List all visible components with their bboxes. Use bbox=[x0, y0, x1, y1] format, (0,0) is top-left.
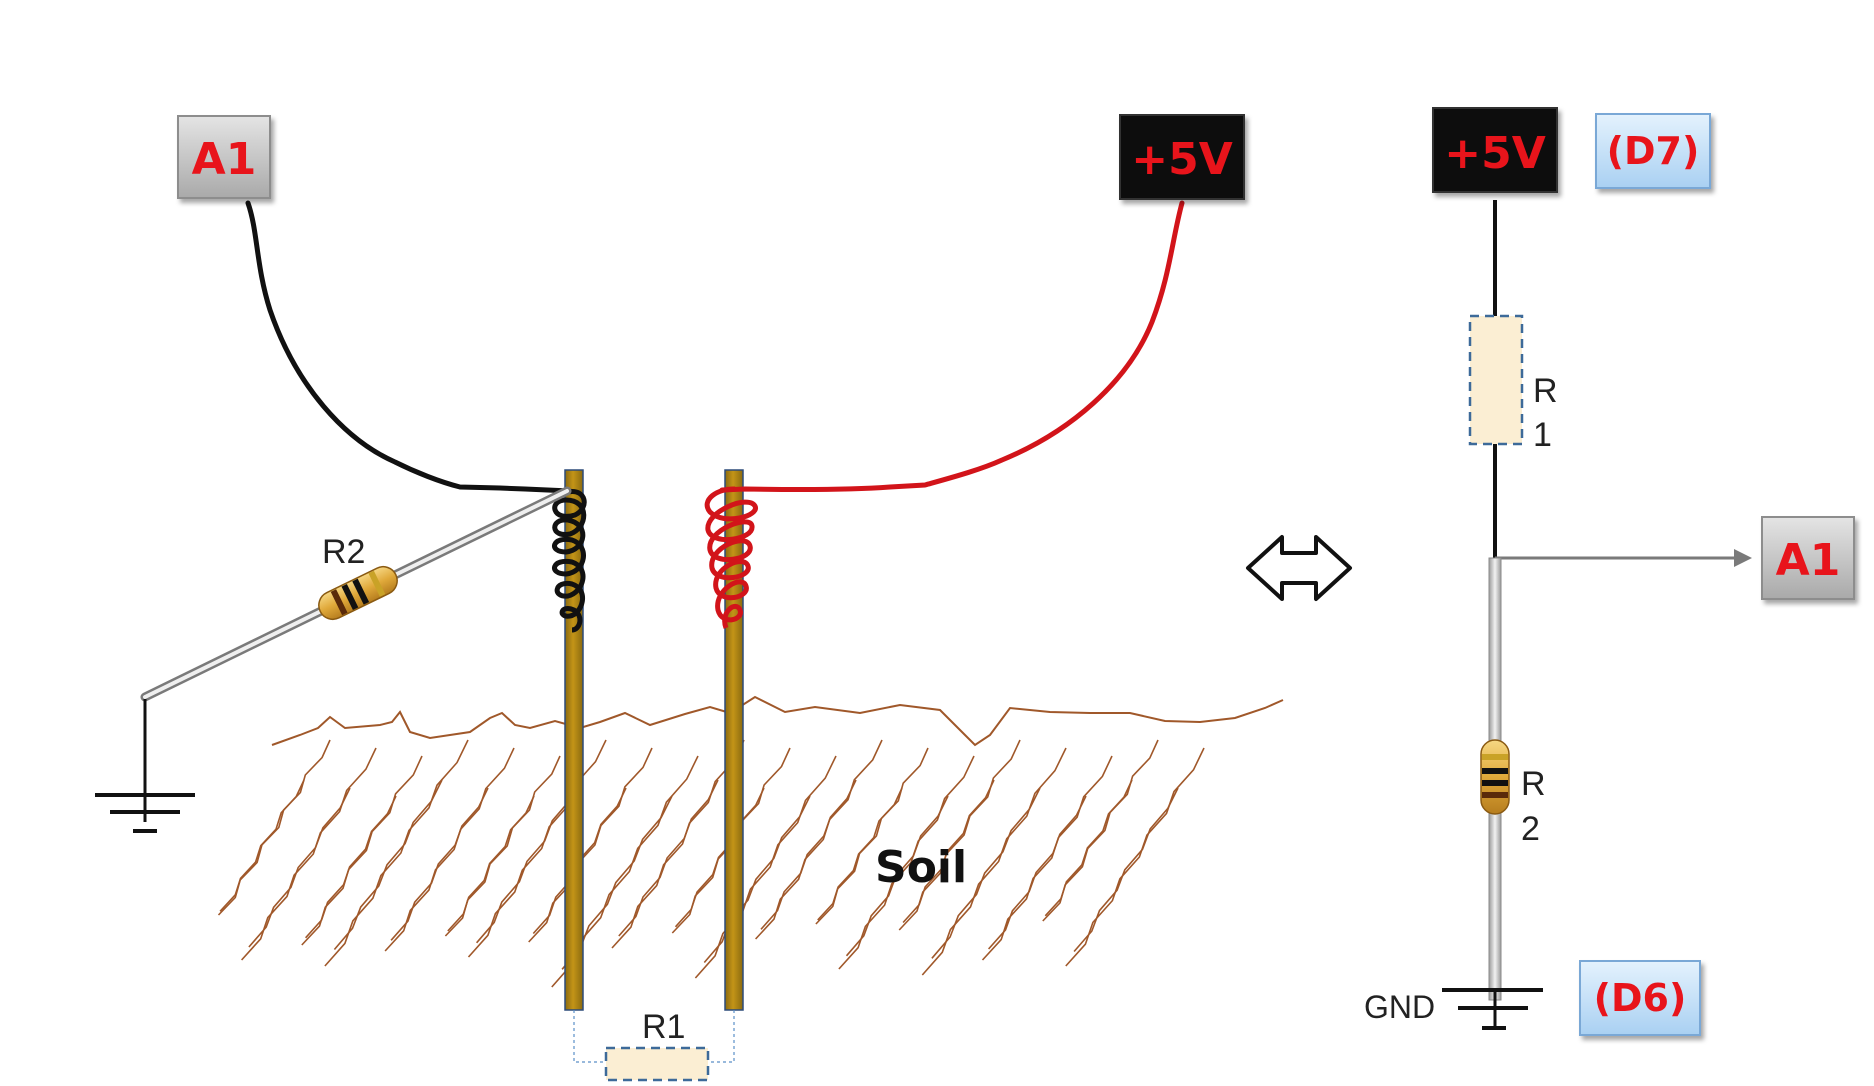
soil-hatch-stroke bbox=[248, 787, 351, 948]
plus5v-box-right bbox=[1432, 107, 1558, 193]
r1-right-label-line2: 1 bbox=[1533, 416, 1552, 454]
d6-pin-box bbox=[1579, 960, 1701, 1036]
soil-hatch-stroke bbox=[390, 787, 489, 941]
a1-right-text: A1 bbox=[1776, 535, 1841, 586]
gnd-label: GND bbox=[1364, 989, 1435, 1025]
r1-soil-resistor bbox=[604, 1046, 710, 1082]
soil-hatch-stroke bbox=[1073, 787, 1179, 953]
a1-tap-arrowhead bbox=[1734, 549, 1752, 567]
r2-right-label-line2: 2 bbox=[1521, 810, 1540, 848]
soil-hatch-stroke bbox=[384, 747, 515, 952]
r2-resistor bbox=[318, 565, 398, 621]
soil-hatch-stroke bbox=[817, 787, 903, 921]
r2-left-label: R2 bbox=[322, 533, 365, 571]
soil-hatch-stroke bbox=[674, 787, 765, 928]
ground-symbol-left bbox=[95, 793, 195, 833]
soil-hatch-stroke bbox=[219, 779, 305, 912]
soil-hatch-stroke bbox=[241, 747, 377, 961]
red-wire bbox=[719, 200, 1185, 493]
soil-hatch-stroke bbox=[324, 739, 469, 967]
soil-hatch-stroke bbox=[611, 739, 745, 949]
soil-hatch-stroke bbox=[1065, 747, 1205, 967]
soil-hatch-stroke bbox=[528, 747, 653, 943]
d7-pin-box bbox=[1595, 113, 1711, 189]
soil-hatch-stroke bbox=[447, 795, 535, 932]
soil-surface-line bbox=[271, 695, 1284, 747]
plus5v-box-left bbox=[1119, 114, 1245, 200]
soil-hatch-stroke bbox=[988, 795, 1087, 950]
r2-right-label-line1: R bbox=[1521, 765, 1546, 803]
soil-hatching bbox=[217, 739, 1205, 988]
soil-hatch-stroke bbox=[838, 755, 975, 970]
a1-pin-box-left bbox=[177, 115, 271, 199]
soil-hatch-stroke bbox=[815, 747, 929, 925]
soil-hatch-stroke bbox=[845, 795, 949, 957]
r1-left-label: R1 bbox=[642, 1008, 685, 1046]
soil-hatch-stroke bbox=[301, 755, 423, 946]
soil-hatch-stroke bbox=[902, 779, 995, 924]
soil-label: Soil bbox=[875, 842, 967, 893]
soil-hatch-stroke bbox=[931, 787, 1041, 959]
r1-dotted-lead-right bbox=[708, 1010, 735, 1063]
right-probe bbox=[724, 469, 744, 1011]
soil-hatch-stroke bbox=[694, 755, 837, 979]
black-wire-coil bbox=[552, 489, 587, 633]
soil-hatch-stroke bbox=[1042, 739, 1159, 922]
d6-text: (D6) bbox=[1594, 976, 1687, 1020]
soil-hatch-stroke bbox=[755, 739, 883, 940]
plus5v-left-text: +5V bbox=[1131, 134, 1233, 185]
soil-hatch-stroke bbox=[305, 795, 397, 939]
r2-schematic-resistor bbox=[1480, 739, 1510, 815]
r1-right-label-line1: R bbox=[1533, 372, 1558, 410]
black-wire bbox=[245, 200, 573, 494]
soil-hatch-stroke bbox=[1044, 779, 1133, 917]
soil-area: Soil bbox=[217, 695, 1284, 988]
a1-left-text: A1 bbox=[192, 134, 257, 185]
soil-hatch-stroke bbox=[217, 739, 331, 916]
soil-hatch-stroke bbox=[333, 779, 443, 951]
soil-hatch-stroke bbox=[921, 747, 1067, 976]
soil-hatch-stroke bbox=[618, 779, 719, 937]
equivalence-arrow bbox=[1246, 535, 1352, 601]
soil-hatch-stroke bbox=[475, 779, 581, 944]
r1-dotted-lead-left bbox=[573, 1010, 606, 1063]
d7-text: (D7) bbox=[1607, 129, 1700, 173]
soil-hatch-stroke bbox=[981, 755, 1113, 961]
plus5v-right-text: +5V bbox=[1444, 128, 1546, 179]
red-wire-coil bbox=[704, 486, 758, 629]
r1-schematic-resistor bbox=[1468, 314, 1524, 446]
a1-pin-box-right bbox=[1761, 516, 1855, 600]
soil-hatch-stroke bbox=[760, 779, 857, 930]
